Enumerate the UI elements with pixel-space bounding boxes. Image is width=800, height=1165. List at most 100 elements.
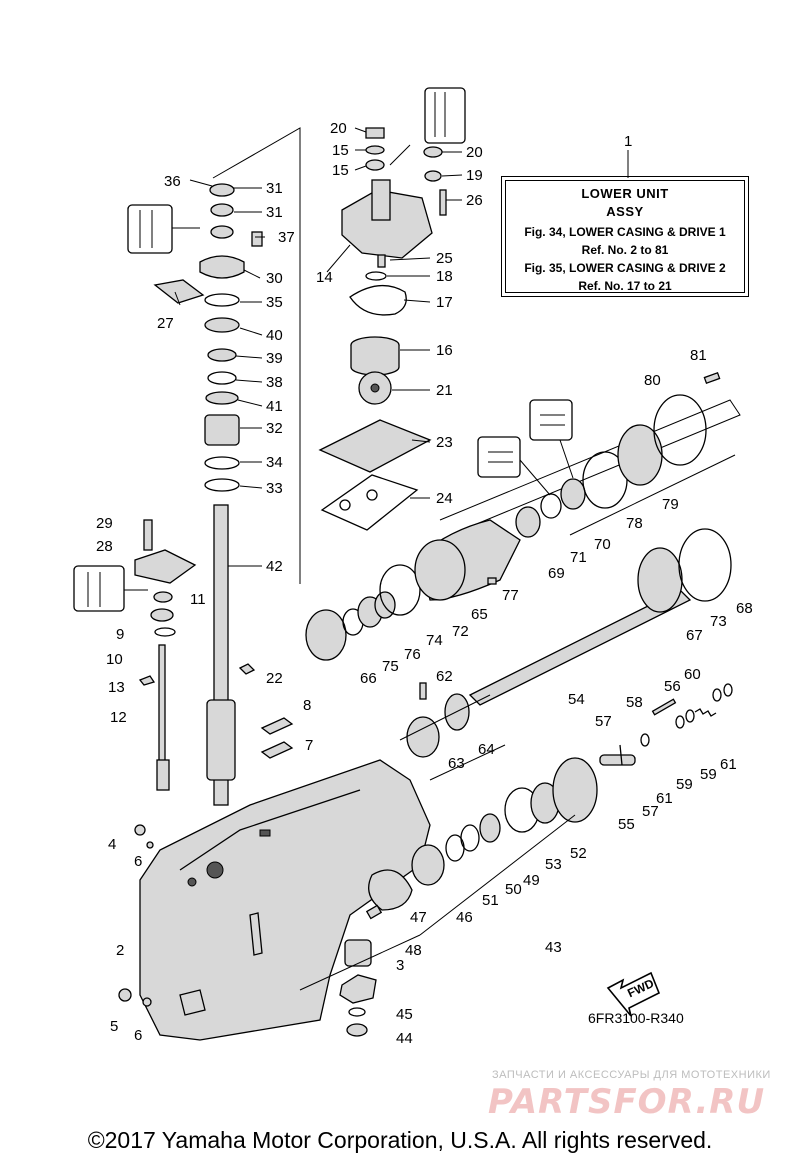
callout-10: 10 [106,651,123,668]
callout-37: 37 [278,229,295,246]
reference-title-line2: ASSY [606,204,644,219]
callout-3: 3 [396,957,404,974]
callout-41: 41 [266,398,283,415]
callout-62: 62 [436,668,453,685]
callout-67: 67 [686,627,703,644]
reference-line4: Ref. No. 17 to 21 [578,279,672,293]
drive-shaft-group [127,183,263,806]
callout-54: 54 [568,691,585,708]
callout-59-left: 59 [676,776,693,793]
reference-line2: Ref. No. 2 to 81 [581,243,669,257]
callout-63: 63 [448,755,465,772]
callout-21: 21 [436,382,453,399]
callout-71: 71 [570,549,587,566]
callout-61-left: 61 [656,790,673,807]
callout-80: 80 [644,372,661,389]
callout-26: 26 [466,192,483,209]
callout-24: 24 [436,490,453,507]
callout-23: 23 [436,434,453,451]
callout-15-lower: 15 [332,162,349,179]
callout-68: 68 [736,600,753,617]
callout-19: 19 [466,167,483,184]
callout-28: 28 [96,538,113,555]
callout-47: 47 [410,909,427,926]
callout-72: 72 [452,623,469,640]
callout-51: 51 [482,892,499,909]
watermark-logo: PARTSFOR.RU [488,1082,766,1122]
callout-79: 79 [662,496,679,513]
gear-group-43 [299,757,598,1037]
callout-58: 58 [626,694,643,711]
callout-55: 55 [618,816,635,833]
callout-52: 52 [570,845,587,862]
callout-57-lower: 57 [642,803,659,820]
callout-31-upper: 31 [266,180,283,197]
callout-38: 38 [266,374,283,391]
callout-49: 49 [523,872,540,889]
callout-8: 8 [303,697,311,714]
callout-16: 16 [436,342,453,359]
callout-1: 1 [624,133,632,150]
callout-25: 25 [436,250,453,267]
callout-34: 34 [266,454,283,471]
callout-48: 48 [405,942,422,959]
callout-42: 42 [266,558,283,575]
callout-40: 40 [266,327,283,344]
callout-6-lower: 6 [134,1027,142,1044]
callout-60: 60 [684,666,701,683]
callout-69: 69 [548,565,565,582]
reference-line3: Fig. 35, LOWER CASING & DRIVE 2 [524,261,726,275]
callout-numbers: 1 2 3 4 5 6 6 7 8 9 10 11 12 13 14 15 15… [96,120,753,1047]
callout-20-left: 20 [330,120,347,137]
callout-33: 33 [266,480,283,497]
callout-57-upper: 57 [595,713,612,730]
callout-56: 56 [664,678,681,695]
callout-32: 32 [266,420,283,437]
callout-43: 43 [545,939,562,956]
callout-11: 11 [190,591,206,608]
callout-53: 53 [545,856,562,873]
callout-12: 12 [110,709,127,726]
callout-50: 50 [505,881,522,898]
callout-18: 18 [436,268,453,285]
callout-6-upper: 6 [134,853,142,870]
callout-66: 66 [360,670,377,687]
callout-65: 65 [471,606,488,623]
diagram-code: 6FR3100-R340 [588,1010,684,1026]
callout-13: 13 [108,679,125,696]
watermark-caption: ЗАПЧАСТИ И АКСЕССУАРЫ ДЛЯ МОТОТЕХНИКИ [492,1069,771,1081]
callout-5: 5 [110,1018,118,1035]
callout-35: 35 [266,294,283,311]
callout-9: 9 [116,626,124,643]
callout-59-right: 59 [700,766,717,783]
callout-36: 36 [164,173,181,190]
propeller-shaft-group [399,589,733,781]
shift-rod-group [73,519,197,791]
callout-73: 73 [710,613,727,630]
callout-7: 7 [305,737,313,754]
callout-75: 75 [382,658,399,675]
reference-box: LOWER UNIT ASSY Fig. 34, LOWER CASING & … [501,176,749,297]
callout-29: 29 [96,515,113,532]
callout-77: 77 [502,587,519,604]
callout-46: 46 [456,909,473,926]
reference-line1: Fig. 34, LOWER CASING & DRIVE 1 [524,225,726,239]
callout-78: 78 [626,515,643,532]
leader-lines [174,127,629,567]
callout-14: 14 [316,269,333,286]
callout-20-right: 20 [466,144,483,161]
water-pump-group [318,87,466,531]
copyright-notice: ©2017 Yamaha Motor Corporation, U.S.A. A… [87,1127,713,1153]
callout-74: 74 [426,632,443,649]
callout-45: 45 [396,1006,413,1023]
callout-81: 81 [690,347,707,364]
callout-76: 76 [404,646,421,663]
callout-15-upper: 15 [332,142,349,159]
callout-70: 70 [594,536,611,553]
callout-61-right: 61 [720,756,737,773]
callout-30: 30 [266,270,283,287]
reference-title-line1: LOWER UNIT [581,186,669,201]
callout-2: 2 [116,942,124,959]
callout-44: 44 [396,1030,413,1047]
callout-31-lower: 31 [266,204,283,221]
